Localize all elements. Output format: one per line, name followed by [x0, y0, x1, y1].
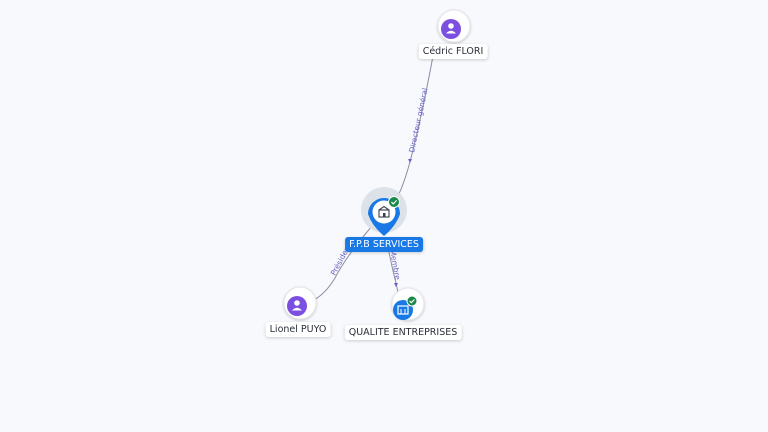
check-icon	[409, 299, 415, 304]
edge-director	[395, 55, 434, 201]
edge-member-arrow	[394, 283, 398, 287]
node-director-label[interactable]: Cédric FLORI	[418, 44, 488, 59]
node-member-label[interactable]: QUALITE ENTREPRISES	[344, 325, 462, 340]
node-director[interactable]	[437, 9, 471, 43]
edge-director-arrow	[408, 159, 412, 163]
node-president-label[interactable]: Lionel PUYO	[265, 322, 331, 337]
building-icon	[378, 205, 390, 218]
node-member[interactable]	[391, 287, 425, 321]
node-center-label[interactable]: F.P.B SERVICES	[345, 237, 423, 252]
verified-badge	[388, 196, 400, 208]
check-icon	[390, 199, 398, 205]
edge-member-label: Membre	[388, 249, 402, 281]
person-icon	[292, 300, 302, 311]
node-center[interactable]	[361, 187, 407, 236]
verified-badge	[406, 295, 418, 307]
node-president[interactable]	[283, 286, 317, 320]
person-icon	[446, 23, 456, 34]
edge-director-label: Directeur général	[407, 87, 429, 153]
building-icon	[397, 305, 409, 315]
